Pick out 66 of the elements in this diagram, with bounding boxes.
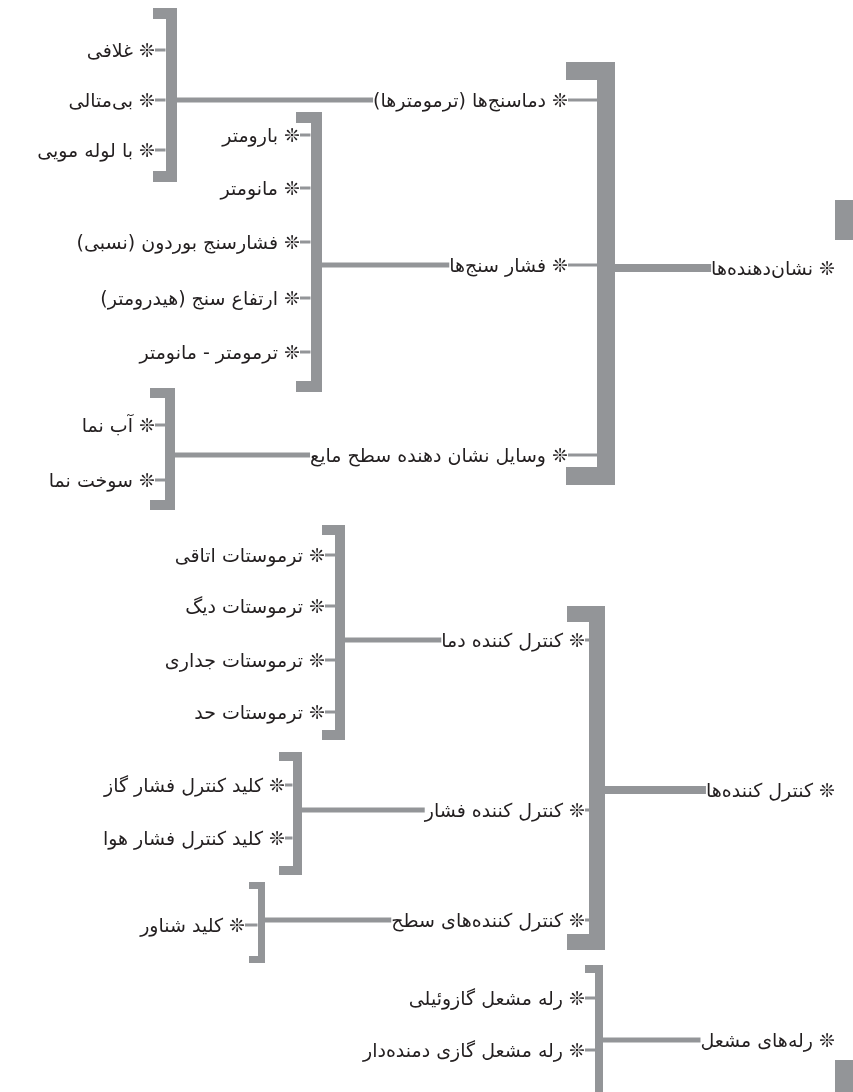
connector-line [245,923,258,927]
connector-line [285,836,293,840]
connector-line [585,996,595,1000]
tree-label: ❊ ارتفاع سنج (هیدرومتر) [100,285,300,311]
bracket [567,606,605,950]
tree-label: ❊ ترمومتر - مانومتر [139,339,300,365]
connector-line [585,1048,595,1052]
bracket [153,8,177,182]
tree-label: ❊ ترموستات دیگ [185,593,325,619]
tree-label: ❊ وسایل نشان دهنده سطح مایع [310,442,568,468]
connector-line [155,148,166,152]
connector-line [325,553,335,557]
connector-line [155,98,166,102]
connector-line [301,807,425,813]
connector-line [300,350,311,354]
tree-label: ❊ دماسنج‌ها (ترمومترها) [373,87,568,113]
connector-line [300,296,311,300]
connector-line [155,48,166,52]
connector-line [155,478,165,482]
bracket [585,965,603,1092]
bracket [322,525,345,740]
connector-line [300,186,311,190]
connector-line [300,133,311,137]
tree-label: ❊ سوخت نما [48,467,155,493]
connector-line [325,658,335,662]
tree-label: ❊ کنترل کننده‌های سطح [391,907,585,933]
tree-label: ❊ بی‌متالی [68,87,155,113]
connector-line [325,604,335,608]
tree-label: ❊ رله مشعل گازوئیلی [408,985,585,1011]
tree-label: ❊ ترموستات حد [194,699,325,725]
tree-label: ❊ با لوله مویی [37,137,155,163]
tree-label: ❊ مانومتر [220,175,300,201]
tree-label: ❊ کنترل کننده دما [441,627,585,653]
connector-line [325,710,335,714]
tree-label: ❊ غلافی [86,37,155,63]
tree-label: ❊ فشار سنج‌ها [449,252,568,278]
connector-line [321,262,450,268]
tree-label: ❊ کنترل کننده‌ها [705,777,835,803]
connector-line [264,917,392,923]
bracket [249,882,265,963]
connector-line [300,240,311,244]
bracket [566,62,615,485]
tree-label: ❊ ترموستات اتاقی [174,542,325,568]
tree-label: ❊ فشارسنج بوردون (نسبی) [76,229,300,255]
connector-line [345,637,442,643]
tree-label: ❊ بارومتر [222,122,300,148]
connector-line [568,98,597,102]
connector-line [603,1037,701,1043]
tree-label: ❊ نشان‌دهنده‌ها [711,255,835,281]
connector-line [585,638,589,642]
connector-line [585,918,589,922]
connector-line [285,783,293,787]
connector-line [568,263,597,267]
tree-label: ❊ کنترل کننده فشار [424,797,585,823]
tree-label: ❊ کلید کنترل فشار گاز [104,772,285,798]
connector-line [155,423,165,427]
tree-label: ❊ ترموستات جداری [164,647,325,673]
tree-label: ❊ رله‌های مشعل [700,1027,835,1053]
connector-line [568,453,597,457]
connector-line [175,452,311,458]
tree-label: ❊ آب نما [81,412,155,438]
connector-line [585,808,589,812]
connector-line [176,97,374,103]
tree-label: ❊ کلید شناور [140,912,245,938]
tree-label: ❊ کلید کنترل فشار هوا [102,825,285,851]
tree-label: ❊ رله مشعل گازی دمنده‌دار [363,1037,585,1063]
